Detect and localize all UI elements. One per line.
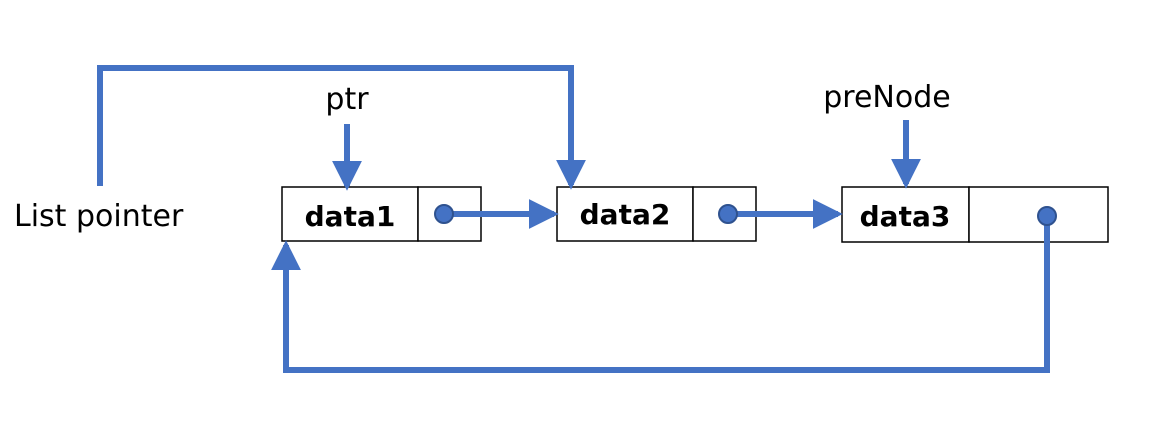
node-2-data-cell xyxy=(556,186,694,242)
node-1: data1 xyxy=(281,186,482,242)
circular-link-arrow-node3-to-node1 xyxy=(271,216,1050,373)
link-dots xyxy=(434,204,1057,226)
prenode-label: preNode xyxy=(823,80,950,115)
list-pointer-label: List pointer xyxy=(14,199,184,234)
node-3-data-label: data3 xyxy=(860,200,951,233)
node-3-data-cell xyxy=(841,186,970,243)
node-2-data-label: data2 xyxy=(580,198,671,231)
node-3: data3 xyxy=(841,186,1109,243)
node-1-data-label: data1 xyxy=(305,200,396,233)
node-3-link-dot xyxy=(1037,206,1057,226)
node-1-link-dot xyxy=(434,204,454,224)
node-2-link-dot xyxy=(718,204,738,224)
ptr-label: ptr xyxy=(325,82,369,117)
arrows xyxy=(97,65,1050,373)
node-1-data-cell xyxy=(281,186,419,242)
list-pointer-arrow xyxy=(97,65,586,190)
